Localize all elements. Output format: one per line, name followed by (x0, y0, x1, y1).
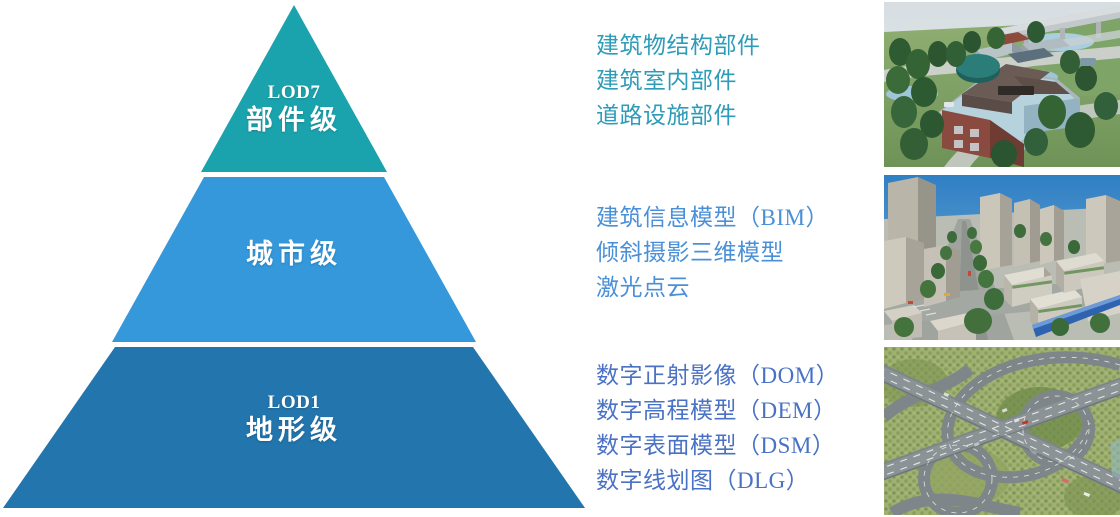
building-component-3d-model-thumbnail[interactable] (884, 2, 1120, 167)
pyramid-svg (3, 5, 585, 508)
description-line: 激光点云 (596, 275, 690, 300)
pyramid-tier-city-shape[interactable] (112, 177, 476, 342)
description-line: 数字正射影像（DOM） (596, 363, 840, 388)
pyramid-tier-lod7-shape[interactable] (201, 5, 387, 172)
description-line: 建筑室内部件 (596, 68, 737, 93)
description-line: 建筑物结构部件 (596, 33, 761, 58)
pyramid-tier-lod1-shape[interactable] (3, 347, 585, 508)
description-block-lod7: 建筑物结构部件 建筑室内部件 道路设施部件 (596, 28, 761, 133)
description-line: 数字表面模型（DSM） (596, 433, 836, 458)
description-line: 倾斜摄影三维模型 (596, 240, 784, 265)
lod-pyramid-diagram: LOD7 部件级 城市级 LOD1 地形级 (3, 5, 585, 508)
tier-description-column: 建筑物结构部件 建筑室内部件 道路设施部件 建筑信息模型（BIM） 倾斜摄影三维… (596, 0, 881, 517)
oblique-photography-city-model-thumbnail[interactable] (884, 175, 1120, 340)
description-line: 建筑信息模型（BIM） (596, 205, 829, 230)
description-line: 数字高程模型（DEM） (596, 398, 837, 423)
thumbnail-column (884, 0, 1120, 517)
description-line: 道路设施部件 (596, 103, 737, 128)
highway-interchange-orthophoto-thumbnail[interactable] (884, 347, 1120, 515)
description-block-lod1: 数字正射影像（DOM） 数字高程模型（DEM） 数字表面模型（DSM） 数字线划… (596, 358, 839, 498)
description-line: 数字线划图（DLG） (596, 468, 810, 493)
description-block-city: 建筑信息模型（BIM） 倾斜摄影三维模型 激光点云 (596, 200, 829, 305)
